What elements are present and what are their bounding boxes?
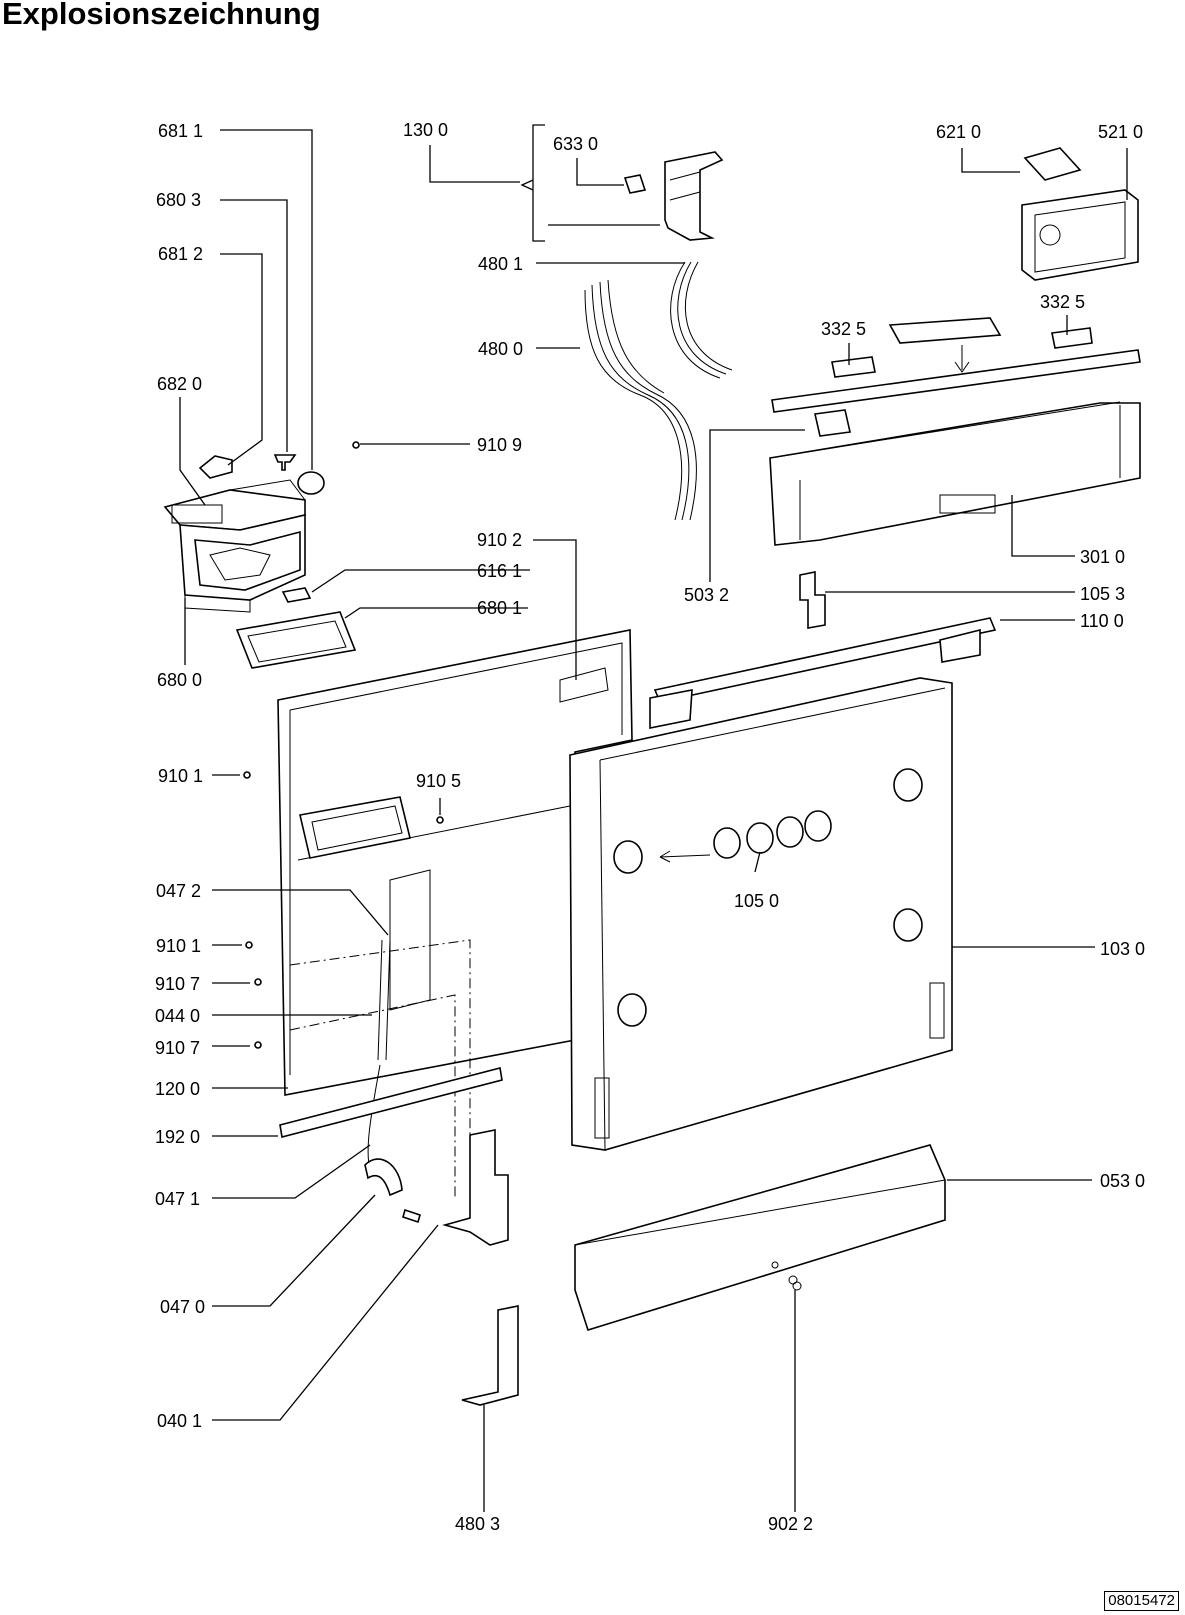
label-110-0: 110 0 (1080, 611, 1124, 631)
label-332-5-left: 332 5 (821, 319, 866, 339)
label-910-5: 910 5 (416, 771, 461, 791)
label-680-3: 680 3 (156, 190, 201, 210)
page-title: Explosionszeichnung (2, 0, 321, 31)
label-044-0: 044 0 (155, 1006, 200, 1026)
label-105-3: 105 3 (1080, 584, 1125, 604)
label-192-0: 192 0 (155, 1127, 200, 1147)
inner-door-panel (277, 629, 633, 1096)
screws (243, 771, 802, 1291)
label-910-7-bottom: 910 7 (155, 1038, 200, 1058)
label-105-0: 105 0 (734, 891, 779, 911)
control-panel-strip (771, 317, 1141, 413)
label-910-9: 910 9 (477, 435, 522, 455)
label-680-1: 680 1 (477, 598, 522, 618)
label-047-1: 047 1 (155, 1189, 200, 1209)
label-521-0: 521 0 (1098, 122, 1143, 142)
label-910-1-bottom: 910 1 (156, 936, 201, 956)
screw-910-9 (352, 441, 360, 449)
label-681-2: 681 2 (158, 244, 203, 264)
label-480-3: 480 3 (455, 1514, 500, 1534)
hinge-bracket (799, 571, 826, 629)
clip-616-1 (281, 587, 312, 603)
door-switch-assembly (623, 151, 724, 241)
label-503-2: 503 2 (684, 585, 729, 605)
dispenser-module (163, 479, 306, 613)
part-labels: 681 1 680 3 681 2 682 0 130 0 633 0 480 … (155, 120, 1145, 1534)
electronic-module (1021, 147, 1139, 281)
hinge-plate (442, 1129, 509, 1246)
door-crossbar (649, 617, 997, 729)
outer-door (569, 677, 953, 1151)
alignment-lines (289, 939, 471, 1200)
dispenser-pin-680-3 (273, 454, 297, 471)
kick-plate (574, 1144, 946, 1331)
label-910-2: 910 2 (477, 530, 522, 550)
door-spring (364, 939, 421, 1224)
label-910-1-top: 910 1 (158, 766, 203, 786)
label-616-1: 616 1 (477, 561, 522, 581)
label-480-0: 480 0 (478, 339, 523, 359)
label-332-5-right: 332 5 (1040, 292, 1085, 312)
support-foot (461, 1305, 519, 1406)
hinge-bushings (713, 810, 832, 859)
label-301-0: 301 0 (1080, 547, 1125, 567)
label-633-0: 633 0 (553, 134, 598, 154)
label-047-0: 047 0 (160, 1297, 205, 1317)
label-040-1: 040 1 (157, 1411, 202, 1431)
label-103-0: 103 0 (1100, 939, 1145, 959)
label-130-0: 130 0 (403, 120, 448, 140)
label-681-1: 681 1 (158, 121, 203, 141)
label-910-7-top: 910 7 (155, 974, 200, 994)
document-number: 08015472 (1104, 1591, 1179, 1611)
control-panel (769, 401, 1141, 546)
label-480-1: 480 1 (478, 254, 523, 274)
dispenser-gasket (235, 611, 357, 669)
label-680-0: 680 0 (157, 670, 202, 690)
label-120-0: 120 0 (155, 1079, 200, 1099)
label-902-2: 902 2 (768, 1514, 813, 1534)
dispenser-cap-681-1 (297, 471, 325, 495)
label-621-0: 621 0 (936, 122, 981, 142)
bottom-strip (279, 1067, 503, 1138)
label-682-0: 682 0 (157, 374, 202, 394)
cable-harness (584, 261, 733, 521)
label-053-0: 053 0 (1100, 1171, 1145, 1191)
label-047-2: 047 2 (156, 881, 201, 901)
leader-lines (179, 124, 1128, 1512)
dispenser-clip-681-2 (198, 455, 233, 479)
